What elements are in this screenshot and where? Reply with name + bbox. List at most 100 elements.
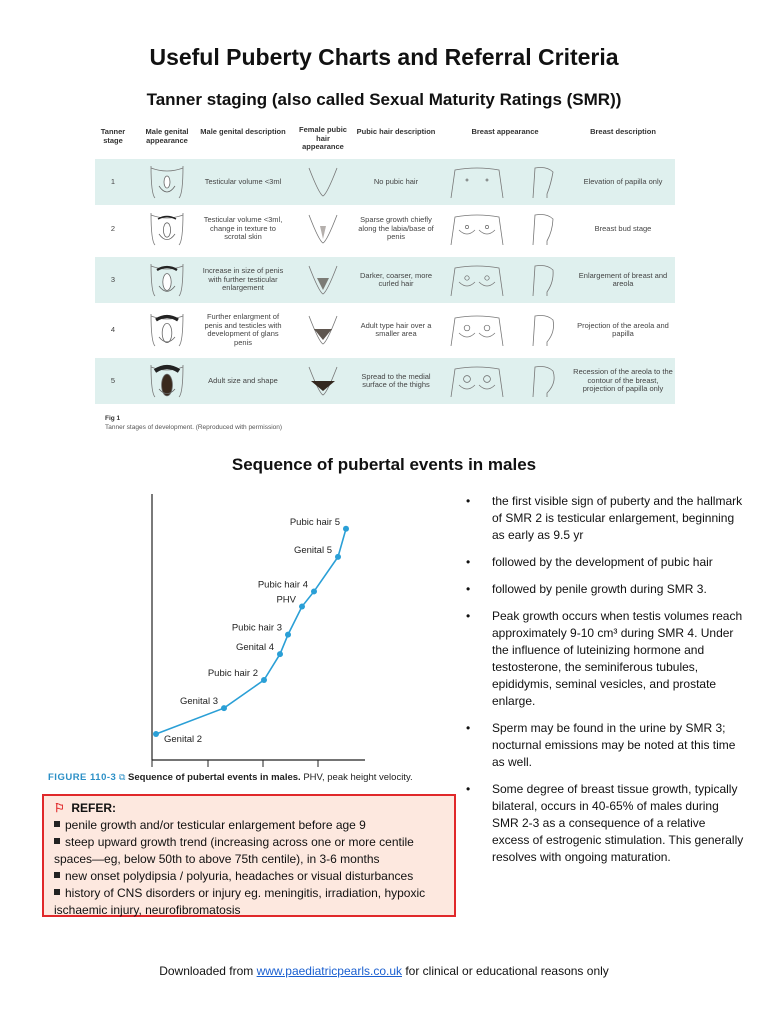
chart-caption: FIGURE 110-3 ⧉ Sequence of pubertal even…: [48, 772, 413, 783]
figure-label: Fig 1: [105, 415, 121, 422]
data-point: [153, 731, 159, 737]
female-pubic-hair-illustration: [308, 167, 338, 197]
external-link-icon[interactable]: ⧉: [118, 772, 126, 782]
refer-item-text: history of CNS disorders or injury eg. m…: [54, 886, 426, 917]
data-label: Pubic hair 5: [290, 517, 340, 528]
male-genital-description-cell: Further enlargment of penis and testicle…: [204, 312, 282, 347]
male-genital-description-cell: Testicular volume <3ml, change in textur…: [203, 215, 283, 242]
breast-description-cell: Breast bud stage: [594, 223, 652, 233]
refer-item: steep upward growth trend (increasing ac…: [54, 834, 444, 868]
page-subtitle: Tanner staging (also called Sexual Matur…: [146, 90, 622, 109]
data-point: [285, 631, 291, 638]
data-label: Pubic hair 3: [232, 623, 282, 634]
pubic-hair-description-cell: No pubic hair: [373, 176, 419, 186]
tanner-stage-cell: 4: [110, 324, 116, 334]
refer-box: ⚐ REFER: penile growth and/or testicular…: [42, 794, 456, 917]
refer-item: penile growth and/or testicular enlargem…: [54, 817, 444, 834]
section-title: Sequence of pubertal events in males: [231, 455, 537, 474]
male-genital-illustration: [150, 212, 184, 246]
refer-item-text: new onset polydipsia / polyuria, headach…: [65, 869, 414, 883]
tanner-row: 2 Testicular volume <3ml, change in textu…: [95, 206, 675, 252]
figure-number: FIGURE 110-3: [48, 772, 117, 783]
data-label: Pubic hair 2: [208, 668, 258, 679]
figure-note: PHV, peak height velocity.: [303, 772, 413, 783]
breast-description-cell: Recession of the areola to the contour o…: [573, 367, 673, 394]
header-female-pubic-hair-appearance: Female pubic hair appearance: [299, 125, 347, 151]
pubic-hair-description-cell: Spread to the medial surface of the thig…: [361, 371, 431, 389]
tanner-stage-cell: 1: [110, 176, 116, 186]
x-axis-ticks: [151, 760, 319, 767]
male-genital-illustration: [150, 313, 184, 347]
breast-illustration: [450, 315, 554, 347]
header-pubic-hair-description: Pubic hair description: [356, 127, 436, 136]
tanner-stage-cell: 3: [110, 274, 116, 284]
breast-illustration: [450, 167, 554, 199]
square-bullet-icon: [54, 872, 60, 878]
list-item: Sperm may be found in the urine by SMR 3…: [466, 720, 746, 771]
data-point: [311, 588, 317, 595]
data-label: Genital 2: [164, 734, 202, 745]
data-point: [299, 603, 305, 610]
square-bullet-icon: [54, 821, 60, 827]
tanner-stage-cell: 5: [110, 375, 116, 385]
data-point: [335, 553, 341, 560]
male-genital-illustration: [150, 263, 184, 297]
footer: Downloaded from www.paediatricpearls.co.…: [0, 964, 768, 978]
data-label: Genital 5: [294, 545, 332, 556]
header-male-genital-description: Male genital description: [200, 127, 286, 136]
header-male-genital-appearance: Male genital appearance: [145, 127, 189, 145]
footer-prefix: Downloaded from: [159, 964, 257, 978]
tanner-table: Tanner stage Male genital appearance Mal…: [95, 124, 675, 436]
list-item: the first visible sign of puberty and th…: [466, 493, 746, 544]
male-genital-illustration: [150, 165, 184, 199]
figure-title: Sequence of pubertal events in males.: [128, 772, 301, 783]
female-pubic-hair-illustration: [308, 265, 338, 295]
list-item: followed by the development of pubic hai…: [466, 554, 746, 571]
breast-illustration: [450, 366, 555, 398]
square-bullet-icon: [54, 889, 60, 895]
data-point: [221, 705, 227, 712]
refer-item: new onset polydipsia / polyuria, headach…: [54, 868, 444, 885]
pubic-hair-description-cell: Adult type hair over a smaller area: [360, 320, 432, 338]
breast-illustration: [450, 214, 554, 246]
breast-illustration: [450, 265, 554, 297]
tanner-figure-caption: Fig 1 Tanner stages of development. (Rep…: [105, 414, 282, 432]
female-pubic-hair-illustration: [308, 214, 338, 244]
list-item: followed by penile growth during SMR 3.: [466, 581, 746, 598]
refer-item: history of CNS disorders or injury eg. m…: [54, 885, 444, 919]
page-title: Useful Puberty Charts and Referral Crite…: [149, 44, 619, 70]
square-bullet-icon: [54, 838, 60, 844]
header-breast-description: Breast description: [590, 127, 656, 136]
footer-suffix: for clinical or educational reasons only: [402, 964, 609, 978]
tanner-row: 1 Testicular volume <3ml No pubic hair Elev…: [95, 159, 675, 205]
male-genital-description-cell: Adult size and shape: [208, 375, 278, 385]
data-point: [343, 525, 349, 532]
data-label: PHV: [276, 595, 296, 606]
female-pubic-hair-illustration: [308, 366, 338, 396]
refer-item-text: steep upward growth trend (increasing ac…: [54, 835, 414, 866]
figure-caption-text: Tanner stages of development. (Reproduce…: [105, 424, 283, 431]
pubic-hair-description-cell: Darker, coarser, more curled hair: [359, 270, 433, 288]
breast-description-cell: Projection of the areola and papilla: [577, 320, 669, 338]
pubic-hair-description-cell: Sparse growth chiefly along the labia/ba…: [358, 215, 434, 242]
tanner-row: 4 Further enlargment of penis and testicl…: [95, 307, 675, 353]
list-item: Peak growth occurs when testis volumes r…: [466, 608, 746, 710]
tanner-stage-cell: 2: [110, 223, 116, 233]
header-breast-appearance: Breast appearance: [471, 127, 539, 136]
list-item: Some degree of breast tissue growth, typ…: [466, 781, 746, 866]
male-genital-description-cell: Increase in size of penis with further t…: [202, 266, 284, 293]
flag-icon: ⚐: [54, 801, 65, 815]
breast-description-cell: Elevation of papilla only: [583, 176, 663, 186]
tanner-row: 3 Increase in size of penis with further …: [95, 257, 675, 303]
refer-heading: ⚐ REFER:: [54, 800, 444, 817]
website-link[interactable]: www.paediatricpearls.co.uk: [256, 964, 402, 978]
refer-heading-text: REFER:: [71, 801, 117, 815]
tanner-row: 5 Adult size and shape Spread to the media…: [95, 358, 675, 404]
refer-item-text: penile growth and/or testicular enlargem…: [65, 818, 366, 832]
male-genital-description-cell: Testicular volume <3ml: [204, 176, 282, 186]
female-pubic-hair-illustration: [308, 315, 338, 345]
header-tanner-stage: Tanner stage: [100, 127, 126, 145]
data-label: Genital 3: [180, 696, 218, 707]
